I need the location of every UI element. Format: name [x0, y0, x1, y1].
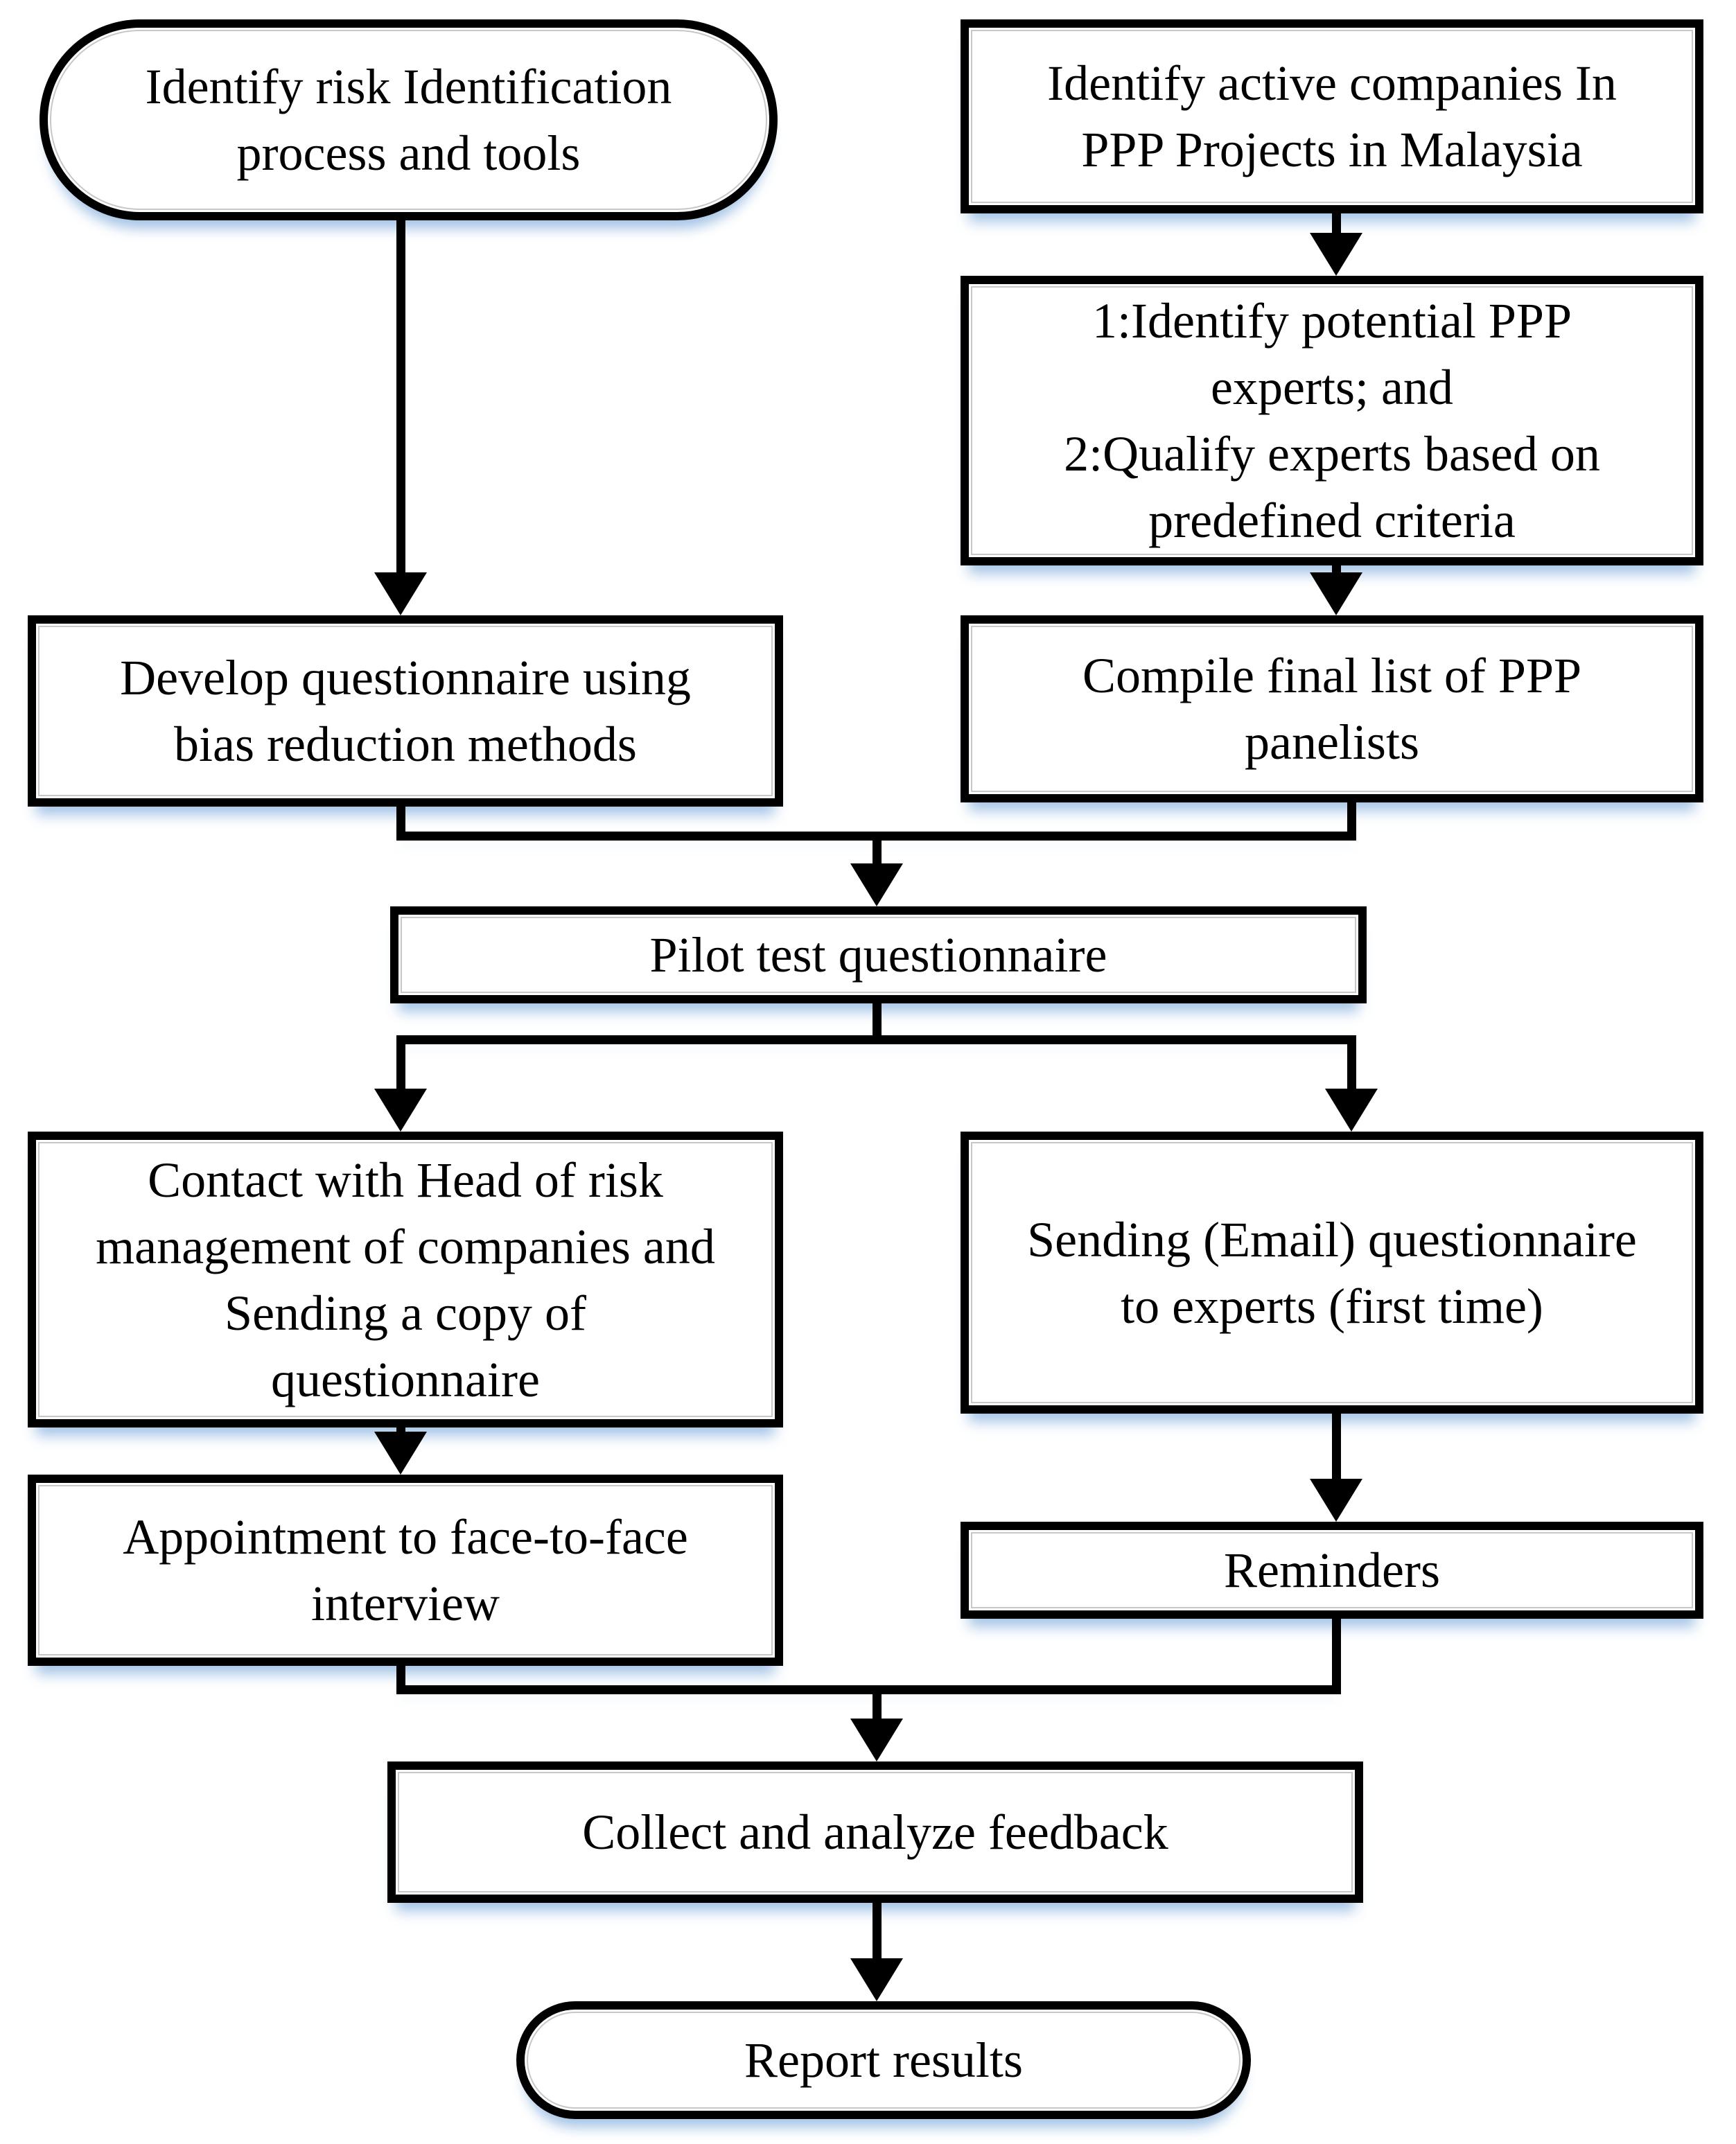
connector-sending-to-reminders-line: [1332, 1412, 1341, 1482]
arrowhead-merge-to-pilot: [850, 863, 903, 906]
node-label: Reminders: [1224, 1543, 1440, 1598]
node-label: Sending (Email) questionnaire to experts…: [1027, 1211, 1637, 1334]
arrowhead-collect-to-report: [850, 1958, 903, 2001]
node-compile-final-list: Compile final list of PPP panelists: [961, 615, 1703, 802]
arrowhead-contact-to-appointment: [374, 1432, 427, 1475]
connector-split-bar: [396, 1035, 1356, 1044]
arrowhead-split-to-sending: [1325, 1089, 1378, 1132]
node-appointment-interview: Appointment to face-to-face interview: [28, 1475, 783, 1666]
arrowhead-merge-to-collect: [850, 1719, 903, 1761]
node-collect-feedback: Collect and analyze feedback: [387, 1761, 1363, 1903]
node-label: Develop questionnaire using bias reducti…: [120, 650, 691, 772]
node-reminders: Reminders: [961, 1522, 1703, 1619]
connector-develop-drop-line: [396, 805, 405, 836]
connector-companies-to-experts-line: [1332, 213, 1341, 236]
arrowhead-risk-to-develop: [374, 572, 427, 615]
node-sending-email: Sending (Email) questionnaire to experts…: [961, 1132, 1703, 1414]
node-label: Compile final list of PPP panelists: [1082, 648, 1582, 770]
connector-split-right-line: [1347, 1043, 1356, 1091]
connector-pilot-drop-line: [873, 1002, 882, 1039]
node-label: Pilot test questionnaire: [649, 927, 1107, 983]
node-label: 1:Identify potential PPP experts; and 2:…: [1064, 293, 1600, 548]
connector-compile-drop-line: [1347, 801, 1356, 836]
node-identify-active-companies: Identify active companies In PPP Project…: [961, 19, 1703, 213]
node-label: Contact with Head of risk management of …: [96, 1152, 715, 1407]
arrowhead-sending-to-reminders: [1310, 1479, 1362, 1522]
arrowhead-experts-to-compile: [1310, 572, 1362, 615]
connector-reminders-drop-line: [1332, 1617, 1341, 1694]
node-label: Collect and analyze feedback: [582, 1804, 1168, 1860]
node-identify-risk-tools: Identify risk Identification process and…: [40, 19, 778, 220]
arrowhead-split-to-contact: [374, 1089, 427, 1132]
node-contact-head-risk: Contact with Head of risk management of …: [28, 1132, 783, 1427]
node-label: Identify risk Identification process and…: [145, 59, 672, 181]
connector-risk-to-develop-line: [396, 220, 405, 575]
node-develop-questionnaire: Develop questionnaire using bias reducti…: [28, 615, 783, 807]
connector-collect-to-report-line: [873, 1901, 882, 1961]
node-identify-qualify-experts: 1:Identify potential PPP experts; and 2:…: [961, 276, 1703, 565]
connector-merge-bar-top: [396, 832, 1356, 841]
arrowhead-companies-to-experts: [1310, 233, 1362, 276]
node-label: Identify active companies In PPP Project…: [1047, 55, 1617, 177]
connector-merge-to-pilot-line: [873, 838, 882, 866]
connector-split-left-line: [396, 1043, 405, 1091]
node-label: Report results: [744, 2032, 1023, 2088]
node-label: Appointment to face-to-face interview: [123, 1509, 688, 1631]
connector-merge-to-collect-line: [873, 1692, 882, 1721]
connector-merge-bar-bottom: [396, 1685, 1340, 1694]
node-report-results: Report results: [516, 2001, 1251, 2119]
node-pilot-test: Pilot test questionnaire: [390, 906, 1367, 1003]
